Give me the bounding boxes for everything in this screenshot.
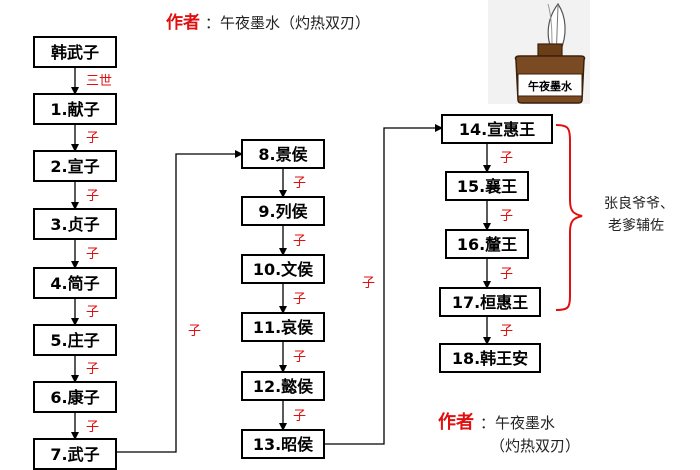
- node-label: 3.贞子: [50, 215, 99, 234]
- edge-label: 子: [293, 292, 306, 307]
- node-label: 8.景侯: [258, 145, 307, 164]
- lineage-node: 18.韩王安: [439, 343, 541, 373]
- lineage-node: 韩武子: [33, 36, 117, 68]
- node-label: 2.宣子: [50, 157, 99, 176]
- lineage-node: 6.康子: [33, 381, 117, 413]
- lineage-node: 8.景侯: [241, 139, 325, 169]
- lineage-node: 4.简子: [33, 267, 117, 299]
- lineage-node: 9.列侯: [241, 196, 325, 226]
- connector-label: 子: [188, 324, 201, 339]
- edge-label: 子: [500, 324, 513, 339]
- lineage-node: 7.武子: [33, 438, 117, 470]
- node-label: 18.韩王安: [452, 349, 528, 368]
- edge-label: 子: [86, 131, 99, 146]
- edge-label: 子: [293, 176, 306, 191]
- node-label: 16.釐王: [457, 235, 517, 254]
- edge-label: 子: [293, 409, 306, 424]
- lineage-node: 13.昭侯: [241, 429, 325, 459]
- header-author-name: ：午夜墨水（灼热双刃）: [205, 14, 370, 32]
- edge-label: 子: [500, 209, 513, 224]
- column-1: 韩武子 1.献子 2.宣子 3.贞子 4.简子 5.庄子 6.康子 7.武子: [33, 36, 117, 470]
- node-label: 韩武子: [51, 43, 99, 62]
- lineage-node: 17.桓惠王: [439, 287, 541, 317]
- edge-label: 子: [86, 420, 99, 435]
- node-label: 13.昭侯: [253, 435, 313, 454]
- lineage-node: 5.庄子: [33, 324, 117, 356]
- node-label: 6.康子: [50, 388, 99, 407]
- footer-author-label: 作者: [438, 411, 474, 433]
- edge-label: 子: [500, 151, 513, 166]
- node-label: 15.襄王: [457, 177, 517, 196]
- connector-label: 子: [362, 276, 375, 291]
- lineage-node: 10.文侯: [241, 254, 325, 284]
- edge-label: 三世: [86, 74, 112, 89]
- edge-label: 子: [86, 305, 99, 320]
- edge-label: 子: [293, 234, 306, 249]
- node-label: 14.宣惠王: [459, 120, 535, 139]
- lineage-node: 12.懿侯: [241, 371, 325, 401]
- node-label: 10.文侯: [253, 260, 313, 279]
- node-label: 9.列侯: [258, 202, 307, 221]
- column-2: 8.景侯 9.列侯 10.文侯 11.哀侯 12.懿侯 13.昭侯 子 子 子: [241, 139, 325, 459]
- edge-label: 子: [86, 247, 99, 262]
- node-label: 7.武子: [50, 445, 99, 464]
- bracket-note-line1: 张良爷爷、: [604, 196, 674, 212]
- ink-bottle-quill-icon: [488, 0, 590, 104]
- bracket-note-line2: 老爹辅佐: [608, 218, 664, 234]
- lineage-node: 15.襄王: [445, 171, 529, 201]
- node-label: 17.桓惠王: [452, 293, 528, 312]
- edge-label: 子: [500, 267, 513, 282]
- curly-bracket: [555, 124, 583, 311]
- connector-arrow: [116, 150, 243, 453]
- node-label: 4.简子: [50, 274, 99, 293]
- footer-author-alias: （灼热双刃）: [490, 437, 580, 455]
- edge-label: 子: [86, 362, 99, 377]
- lineage-node: 11.哀侯: [241, 312, 325, 342]
- lineage-node: 2.宣子: [33, 150, 117, 182]
- edge-label: 子: [86, 189, 99, 204]
- edge-label: 子: [293, 350, 306, 365]
- lineage-node: 1.献子: [33, 93, 117, 125]
- column-3: 14.宣惠王 15.襄王 16.釐王 17.桓惠王 18.韩王安 子 子 子 子: [439, 114, 553, 373]
- node-label: 12.懿侯: [253, 377, 313, 396]
- header-author-label: 作者: [166, 12, 200, 33]
- node-label: 5.庄子: [50, 331, 99, 350]
- footer-author-name: ：午夜墨水: [480, 414, 555, 432]
- logo-label: 午夜墨水: [528, 79, 573, 93]
- lineage-node: 16.釐王: [445, 229, 529, 259]
- connector-arrow: [324, 124, 443, 445]
- lineage-node: 3.贞子: [33, 208, 117, 240]
- node-label: 11.哀侯: [253, 318, 313, 337]
- lineage-node: 14.宣惠王: [441, 114, 553, 144]
- node-label: 1.献子: [50, 100, 99, 119]
